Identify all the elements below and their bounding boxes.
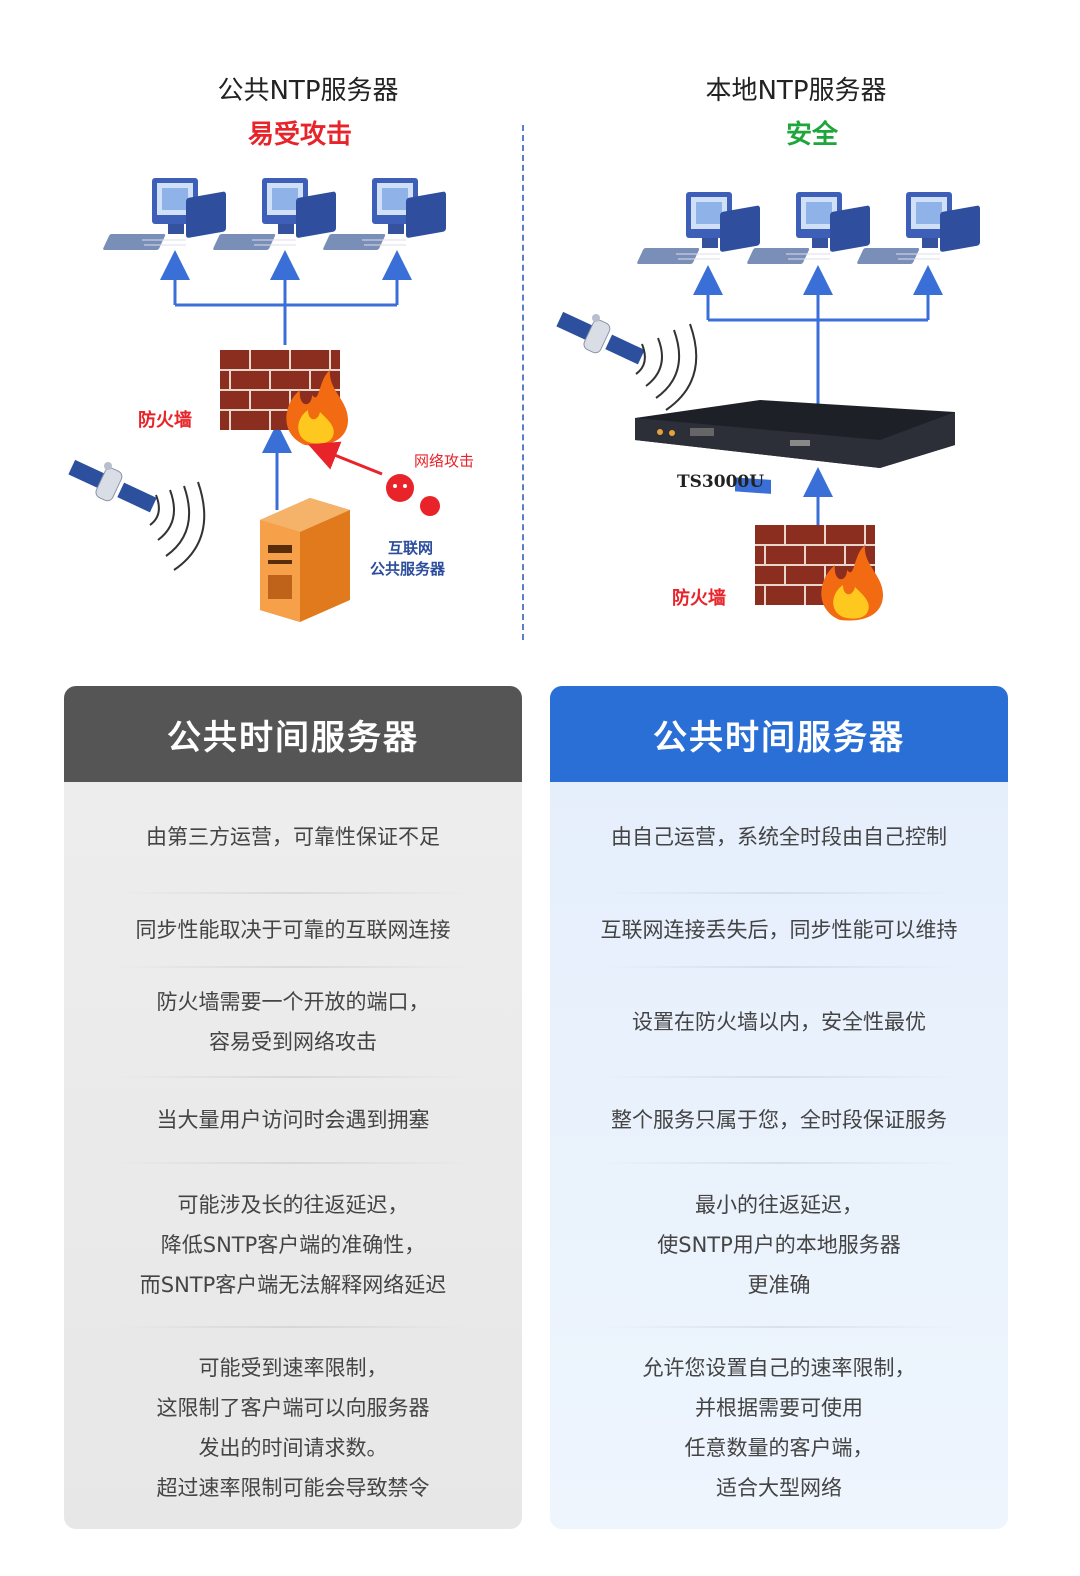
server-label-line1: 互联网 <box>388 539 433 557</box>
left-row-2: 同步性能取决于可靠的互联网连接 <box>135 918 451 942</box>
left-diagram-title: 公共NTP服务器 <box>217 76 399 106</box>
right-pc-group <box>635 191 981 265</box>
left-separator <box>114 1076 472 1078</box>
left-satellite-icon <box>67 459 158 513</box>
left-diagram-status: 易受攻击 <box>247 120 352 150</box>
right-separator <box>600 1326 958 1328</box>
right-firewall-label: 防火墙 <box>672 587 726 609</box>
left-row-3: 防火墙需要一个开放的端口， 容易受到网络攻击 <box>156 990 430 1054</box>
diagram-divider <box>522 125 524 640</box>
right-row-2: 互联网连接丢失后，同步性能可以维持 <box>600 918 958 942</box>
right-diagram-title: 本地NTP服务器 <box>705 76 887 106</box>
right-firewall-icon <box>754 524 884 622</box>
public-server-icon <box>260 498 350 622</box>
server-label-line2: 公共服务器 <box>370 560 446 578</box>
network-diagram: 防火墙 网络攻击 互联网 公共服务器 <box>67 177 981 622</box>
left-separator <box>114 1326 472 1328</box>
left-separator <box>114 1162 472 1164</box>
local-server-panel: 公共时间服务器 由自己运营，系统全时段由自己控制 互联网连接丢失后，同步性能可以… <box>550 686 1008 1529</box>
left-row-5: 可能涉及长的往返延迟， 降低SNTP客户端的准确性， 而SNTP客户端无法解释网… <box>139 1193 447 1297</box>
right-diagram-status: 安全 <box>785 120 838 150</box>
ts3000u-device-icon <box>635 400 955 494</box>
left-row-4: 当大量用户访问时会遇到拥塞 <box>156 1108 430 1132</box>
right-satellite-icon <box>555 311 646 365</box>
right-row-5: 最小的往返延迟， 使SNTP用户的本地服务器 更准确 <box>657 1193 901 1297</box>
right-panel-header: 公共时间服务器 <box>550 686 1008 782</box>
right-row-1: 由自己运营，系统全时段由自己控制 <box>611 825 947 849</box>
left-signal-waves <box>149 481 206 571</box>
public-server-panel: 公共时间服务器 由第三方运营，可靠性保证不足 同步性能取决于可靠的互联网连接 防… <box>64 686 522 1529</box>
right-row-6: 允许您设置自己的速率限制， 并根据需要可使用 任意数量的客户端， 适合大型网络 <box>642 1356 916 1500</box>
left-separator <box>114 966 472 968</box>
attack-arrow <box>308 441 383 476</box>
attack-label: 网络攻击 <box>414 452 474 470</box>
right-separator <box>600 892 958 894</box>
left-firewall-icon <box>219 349 349 447</box>
right-row-4: 整个服务只属于您，全时段保证服务 <box>611 1108 947 1132</box>
left-row-6: 可能受到速率限制， 这限制了客户端可以向服务器 发出的时间请求数。 超过速率限制… <box>156 1356 430 1500</box>
right-separator <box>600 1162 958 1164</box>
device-label: TS3000U <box>677 472 764 492</box>
right-separator <box>600 966 958 968</box>
left-panel-header: 公共时间服务器 <box>64 686 522 782</box>
left-pc-group <box>101 177 447 251</box>
left-firewall-label: 防火墙 <box>138 409 192 431</box>
left-row-1: 由第三方运营，可靠性保证不足 <box>146 825 440 849</box>
left-separator <box>114 892 472 894</box>
attack-virus-icon <box>386 474 440 516</box>
right-row-3: 设置在防火墙以内，安全性最优 <box>632 1010 926 1034</box>
right-separator <box>600 1076 958 1078</box>
right-signal-waves <box>635 323 698 411</box>
